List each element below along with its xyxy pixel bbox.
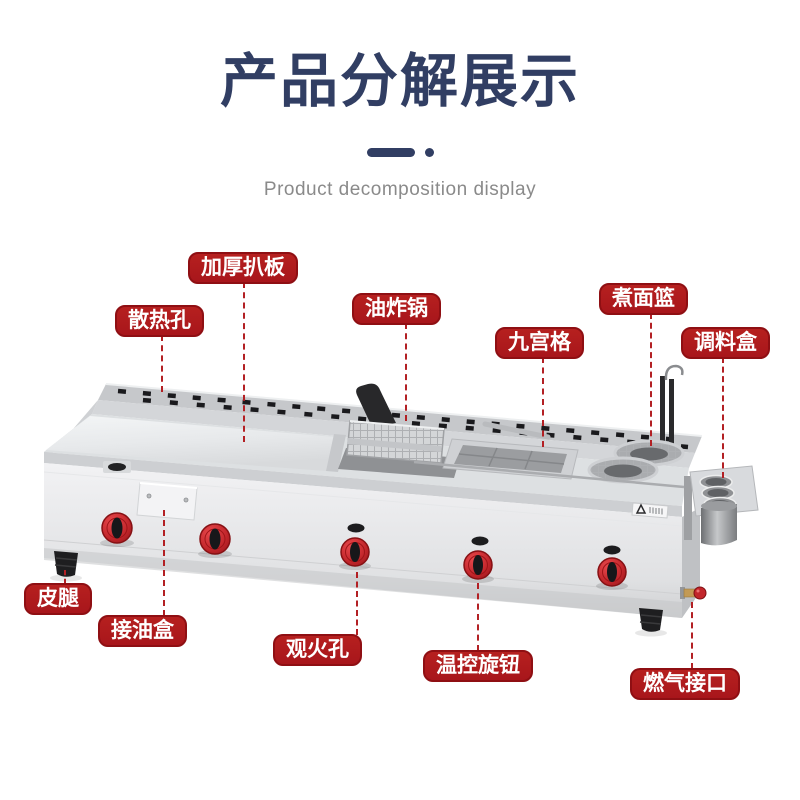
callout-flame-window: 观火孔 [273,634,362,666]
page-subtitle: Product decomposition display [263,179,537,200]
callout-seasoning-box: 调料盒 [681,327,770,359]
divider-bar-icon [366,148,415,157]
control-knobs [100,512,628,590]
callout-fryer: 油炸锅 [352,293,441,325]
griddle-plate [46,416,346,472]
counter-lip [44,452,682,517]
callout-line-rubber-feet [64,570,66,584]
callout-line-griddle-plate [243,282,245,442]
callout-temp-knob: 温控旋钮 [423,650,533,682]
fry-basket-handle [356,383,396,427]
control-knob [596,557,628,590]
callout-line-seasoning-box [722,357,724,478]
splash-rail [482,421,551,440]
flame-observation-holes [347,523,621,555]
callout-griddle-plate: 加厚扒板 [188,252,298,284]
callout-line-fryer [405,323,407,421]
warning-sticker [631,502,669,519]
control-knob [339,537,371,570]
callout-line-oil-box [163,510,165,616]
title-divider [0,148,800,157]
seasoning-box [684,465,759,546]
callout-gas-inlet: 燃气接口 [630,668,740,700]
gas-connector [680,586,707,600]
callout-line-gas-inlet [691,602,693,669]
control-knob [198,523,232,558]
control-knob [100,512,134,547]
cup-holder-cylinder [701,504,737,546]
callout-nine-grid: 九宫格 [495,327,584,359]
callout-heat-vents: 散热孔 [115,305,204,337]
fry-basket [346,420,445,464]
callout-line-nine-grid [542,357,544,447]
oil-collection-box [136,482,198,521]
heat-vent-strip [98,383,703,453]
callout-oil-box: 接油盒 [98,615,187,647]
fryer [338,383,460,478]
page-title: 产品分解展示 [219,49,580,114]
front-vent [103,461,131,473]
control-knob [462,550,494,583]
rubber-feet [50,551,667,637]
callout-line-heat-vents [161,335,163,392]
noodle-baskets [587,439,685,484]
callout-rubber-feet: 皮腿 [24,583,92,615]
noodle-basket-handles [660,364,684,457]
divider-dot-icon [424,148,434,157]
callout-line-noodle-basket [650,313,652,446]
callout-line-temp-knob [477,583,479,651]
callout-line-flame-window [356,572,358,635]
front-rail [413,460,685,489]
callout-noodle-basket: 煮面篮 [599,283,688,315]
